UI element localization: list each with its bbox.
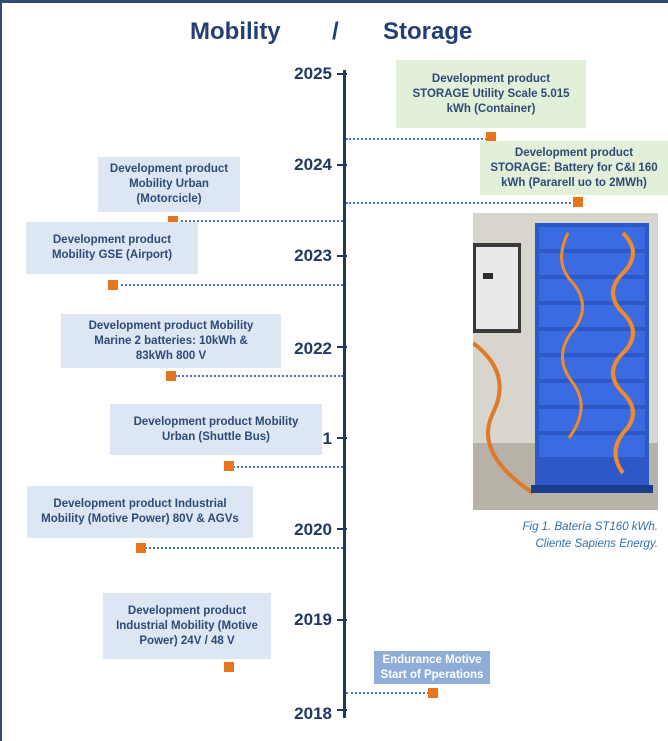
marker-mobility-marine: [166, 371, 176, 381]
year-2022: 2022: [294, 339, 332, 358]
mobility-marine-box: Development product Mobility Marine 2 ba…: [61, 314, 281, 368]
tick-2020: [337, 528, 347, 530]
connector-start: [346, 692, 429, 694]
battery-rack-photo: [473, 213, 658, 510]
year-2020: 2020: [294, 520, 332, 539]
mobility-urban-motorcycle-box: Development product Mobility Urban (Moto…: [98, 157, 240, 212]
header-separator: /: [332, 18, 339, 45]
storage-utility-scale-box: Development product STORAGE Utility Scal…: [396, 60, 586, 128]
mobility-motive-power-80v-box: Development product Industrial Mobility …: [27, 486, 253, 538]
marker-mobility-80v: [136, 543, 146, 553]
mobility-shuttle-bus-box: Development product Mobility Urban (Shut…: [110, 404, 322, 455]
battery-rack-illustration: [473, 213, 658, 510]
mobility-gse-airport-box: Development product Mobility GSE (Airpor…: [26, 222, 198, 274]
year-2023: 2023: [294, 246, 332, 265]
storage-ci-battery-box: Development product STORAGE: Battery for…: [480, 141, 668, 195]
connector-mobility-80v: [145, 547, 343, 549]
timeline-axis: [343, 70, 346, 718]
marker-start: [428, 688, 438, 698]
year-2018: 2018: [294, 704, 332, 723]
top-border: [0, 0, 668, 3]
header-storage: Storage: [383, 18, 473, 45]
connector-mobility-marine: [175, 375, 343, 377]
marker-mobility-shuttle: [224, 461, 234, 471]
marker-mobility-motorcycle: [168, 216, 178, 226]
tick-2021: [337, 437, 347, 439]
tick-2025: [337, 73, 347, 75]
tick-2024: [337, 164, 347, 166]
tick-2023: [337, 255, 347, 257]
tick-2018: [337, 709, 347, 711]
tick-2019: [337, 619, 347, 621]
connector-mobility-shuttle: [233, 466, 343, 468]
mobility-motive-power-24v-box: Development product Industrial Mobility …: [103, 593, 271, 659]
year-2025: 2025: [294, 64, 332, 83]
start-of-operations-box: Endurance Motive Start of Pperations: [374, 651, 490, 684]
connector-storage-utility: [346, 138, 491, 140]
left-border: [0, 0, 2, 741]
tick-2022: [337, 346, 347, 348]
marker-mobility-24v: [224, 662, 234, 672]
connector-mobility-gse: [116, 284, 343, 286]
connector-mobility-motorcycle: [176, 220, 343, 222]
figure-caption: Fig 1. Batería ST160 kWh. Cliente Sapien…: [522, 521, 658, 550]
marker-storage-utility: [486, 132, 496, 142]
year-2019: 2019: [294, 610, 332, 629]
year-2024: 2024: [294, 155, 332, 174]
header-mobility: Mobility: [190, 18, 281, 45]
connector-storage-ci: [346, 202, 575, 204]
marker-storage-ci: [573, 197, 583, 207]
marker-mobility-gse: [108, 280, 118, 290]
